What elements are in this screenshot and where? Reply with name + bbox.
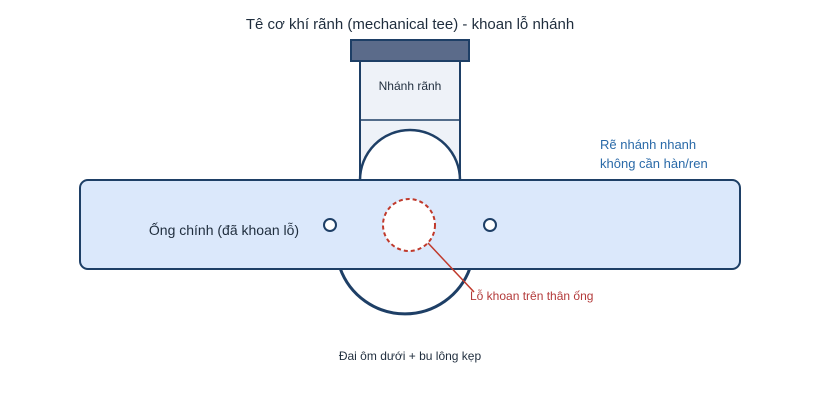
drilled-hole-label: Lỗ khoan trên thân ống [470, 288, 593, 303]
upper-saddle [358, 128, 462, 181]
bottom-strap [338, 267, 472, 316]
bottom-strap-label: Đai ôm dưới + bu lông kẹp [339, 349, 482, 363]
drilled-hole [382, 198, 436, 252]
branch-label: Nhánh rãnh [379, 79, 442, 93]
quick-branch-label-line1: Rẽ nhánh nhanh [600, 137, 696, 152]
left-bolt-hole [323, 218, 337, 232]
branch-cap [350, 39, 470, 62]
right-bolt-hole [483, 218, 497, 232]
quick-branch-label-line2: không cần hàn/ren [600, 156, 708, 171]
main-pipe-label: Ống chính (đã khoan lỗ) [149, 221, 299, 238]
hole-leader-line [427, 242, 475, 293]
diagram-title: Tê cơ khí rãnh (mechanical tee) - khoan … [246, 16, 574, 33]
